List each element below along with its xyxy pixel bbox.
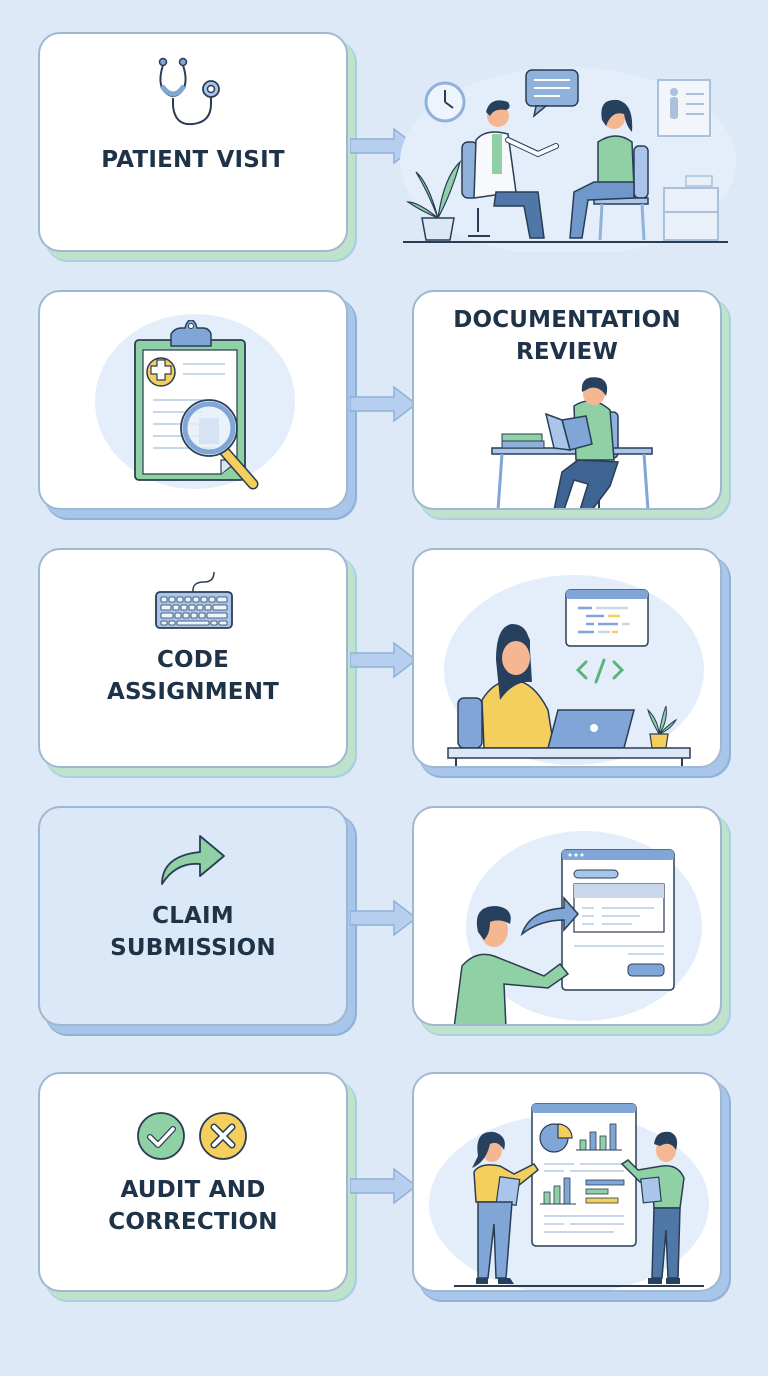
step-label-line-1: DOCUMENTATION [453, 307, 681, 333]
step-label: PATIENT VISIT [101, 147, 285, 173]
step-card-audit-correction-illustration [412, 1072, 722, 1292]
flow-arrow [350, 641, 418, 679]
step-label-line-2: CORRECTION [108, 1209, 278, 1235]
check-cross-icons [137, 1112, 247, 1160]
illustration-doctor-patient [398, 42, 738, 257]
cross-circle-icon [199, 1112, 247, 1160]
check-circle-icon [137, 1112, 185, 1160]
step-card-audit-correction: AUDIT AND CORRECTION [38, 1072, 348, 1292]
flow-arrow [350, 899, 418, 937]
step-label-line-2: REVIEW [515, 339, 619, 365]
step-claim-submission: CLAIM SUBMISSION [0, 806, 768, 1046]
flow-arrow [350, 385, 418, 423]
step-label-line-1: AUDIT AND [120, 1177, 266, 1203]
step-card-claim-submission-illustration [412, 806, 722, 1026]
speech-bubble-icon [525, 69, 579, 118]
step-label-line-2: ASSIGNMENT [106, 679, 280, 705]
step-label-line-1: CLAIM [152, 903, 234, 929]
step-card-documentation-review-icon [38, 290, 348, 510]
step-card-code-assignment: CODE ASSIGNMENT [38, 548, 348, 768]
step-code-assignment: CODE ASSIGNMENT [0, 548, 768, 788]
code-brackets-icon [575, 658, 625, 684]
step-card-claim-submission: CLAIM SUBMISSION [38, 806, 348, 1026]
illustration-man-submitting-form [453, 831, 702, 1024]
illustration-woman-coding [444, 575, 704, 766]
step-card-patient-visit: PATIENT VISIT [38, 32, 348, 252]
clock-icon [424, 81, 466, 123]
step-documentation-review: DOCUMENTATION REVIEW [0, 290, 768, 530]
step-label-line-1: CODE [156, 647, 230, 673]
clipboard-magnifier-icon [134, 320, 259, 490]
stethoscope-icon [158, 57, 220, 126]
step-card-code-assignment-illustration [412, 548, 722, 768]
step-card-documentation-review: DOCUMENTATION REVIEW [412, 290, 722, 510]
illustration-person-reading [491, 377, 653, 508]
step-label-line-2: SUBMISSION [110, 935, 276, 961]
flow-arrow [350, 1167, 418, 1205]
step-patient-visit: PATIENT VISIT [0, 32, 768, 272]
keyboard-icon [155, 572, 233, 629]
illustration-team-reviewing-charts [429, 1103, 709, 1290]
step-audit-correction: AUDIT AND CORRECTION [0, 1072, 768, 1312]
forward-arrow-icon [161, 835, 225, 885]
